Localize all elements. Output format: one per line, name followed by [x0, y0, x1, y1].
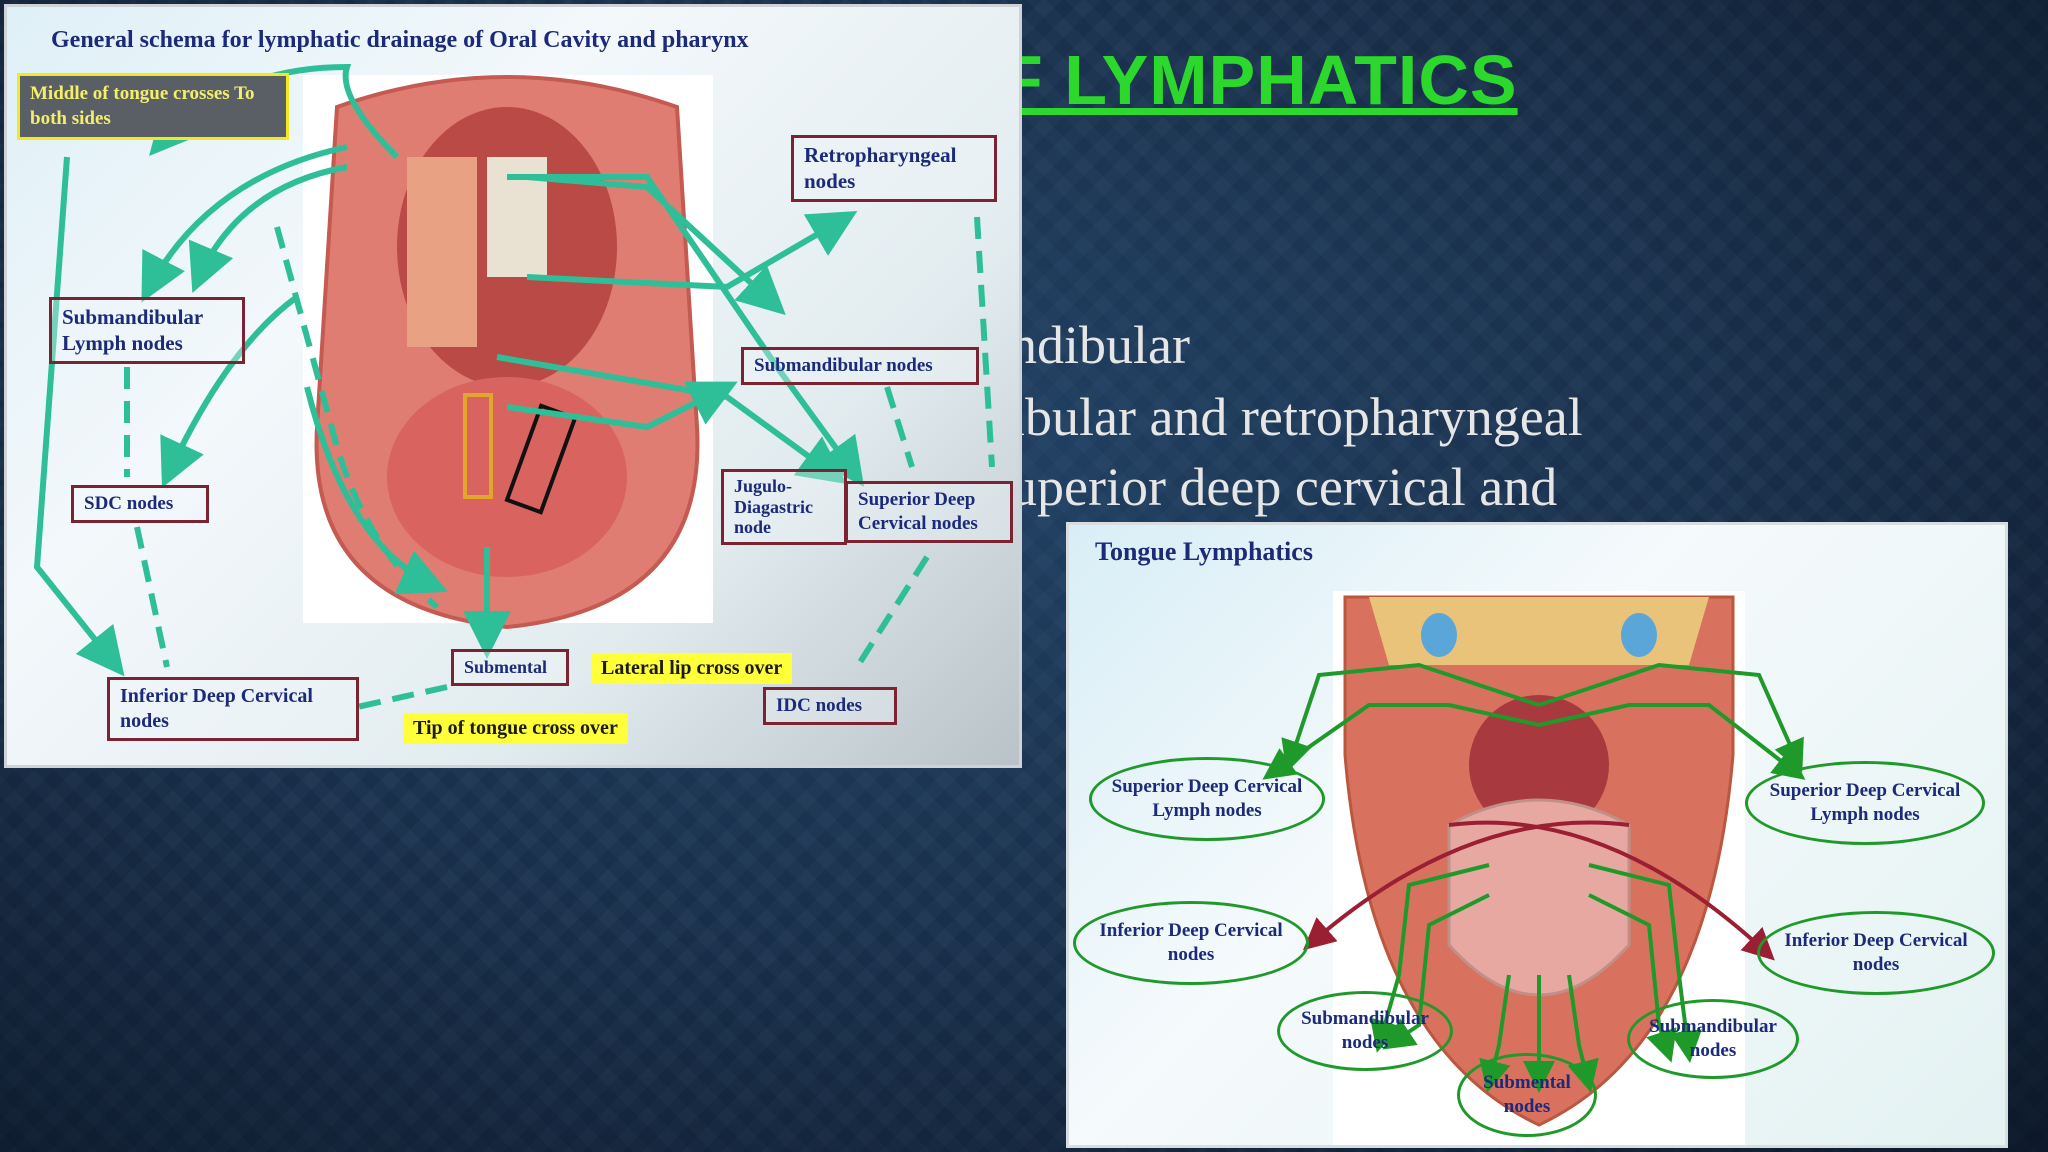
oval-submandibular-right: Submandibular nodes: [1627, 999, 1799, 1079]
vessel-left-illustration: [1421, 613, 1457, 657]
neck-fat-illustration: [1369, 597, 1709, 665]
tongue-illustration: [387, 377, 627, 577]
tongue-lymphatics-figure: Tongue Lymphatics Superior Deep Cervical…: [1066, 522, 2008, 1148]
oval-submandibular-left: Submandibular nodes: [1277, 991, 1453, 1071]
tongue-middle-marker: [463, 393, 493, 499]
lymphatic-schema-figure: General schema for lymphatic drainage of…: [4, 4, 1022, 768]
box-inferior-deep-cervical-nodes: Inferior Deep Cervical nodes: [107, 677, 359, 741]
oval-inferior-deep-cervical-left: Inferior Deep Cervical nodes: [1073, 901, 1309, 985]
box-jugulo-diagastric-node: Jugulo-Diagastric node: [721, 469, 847, 546]
label-tip-of-tongue-cross-over: Tip of tongue cross over: [403, 713, 628, 744]
dashed-drainage-arrows: [124, 216, 995, 710]
box-submental: Submental: [451, 649, 569, 686]
tongue-illustration-area: [1262, 591, 1806, 1145]
schema-illustration: [33, 63, 995, 710]
tongue-surface-illustration: [1447, 798, 1631, 997]
bullet-line-1: ndibular: [1010, 315, 1190, 375]
oval-superior-deep-cervical-right: Superior Deep Cervical Lymph nodes: [1745, 761, 1985, 845]
box-retropharyngeal-nodes: Retropharyngeal nodes: [791, 135, 997, 202]
box-submandibular-lymph-nodes: Submandibular Lymph nodes: [49, 297, 245, 364]
slide-title: F LYMPHATICS: [1000, 41, 1518, 119]
note-middle-tongue: Middle of tongue crosses To both sides: [17, 73, 289, 141]
tongue-lymphatics-title: Tongue Lymphatics: [1095, 537, 1313, 566]
oval-inferior-deep-cervical-right: Inferior Deep Cervical nodes: [1757, 911, 1995, 995]
vessel-right-illustration: [1621, 613, 1657, 657]
drainage-arrows: [33, 63, 865, 677]
box-idc-nodes: IDC nodes: [763, 687, 897, 725]
palatine-gland-illustration: [407, 157, 477, 347]
crossing-arrows: [1302, 820, 1775, 961]
box-submandibular-nodes: Submandibular nodes: [741, 347, 979, 385]
oval-submental: Submental nodes: [1457, 1053, 1597, 1137]
bullet-line-3: uperior deep cervical and: [1010, 457, 1558, 517]
oval-superior-deep-cervical-left: Superior Deep Cervical Lymph nodes: [1089, 757, 1325, 841]
label-lateral-lip-cross-over: Lateral lip cross over: [591, 653, 793, 684]
bullet-line-2: ibular and retropharyngeal: [1010, 387, 1583, 447]
pharynx-illustration: [1469, 695, 1609, 835]
box-sdc-nodes: SDC nodes: [71, 485, 209, 523]
box-superior-deep-cervical-nodes: Superior Deep Cervical nodes: [845, 481, 1013, 543]
schema-title: General schema for lymphatic drainage of…: [51, 27, 749, 53]
